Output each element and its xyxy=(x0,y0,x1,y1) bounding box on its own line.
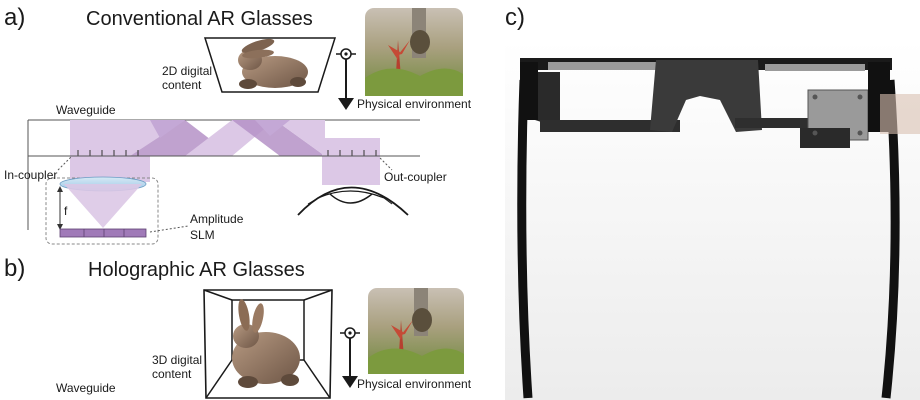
environment-label-a: Physical environment xyxy=(357,97,472,111)
panel-b-title: Holographic AR Glasses xyxy=(88,259,305,281)
content-label-3d-line1: 3D digital xyxy=(152,353,203,367)
panel-a-title: Conventional AR Glasses xyxy=(86,8,313,30)
glasses-photo xyxy=(505,40,920,400)
amplitude-slm-bar xyxy=(59,228,147,238)
bunny-3d-icon xyxy=(232,299,300,388)
panel-a-letter: a) xyxy=(4,4,26,31)
lens-assembly xyxy=(45,176,189,245)
physical-environment-image-b xyxy=(368,288,464,374)
content-display-3d xyxy=(203,289,333,399)
view-direction-marker-b xyxy=(340,327,360,388)
bunny-2d-icon xyxy=(238,38,308,89)
waveguide-a xyxy=(27,119,420,230)
content-label-2d-line1: 2D digital xyxy=(162,64,213,78)
content-display-2d xyxy=(203,37,337,93)
eye-icon xyxy=(297,186,409,216)
waveguide-label-a: Waveguide xyxy=(56,103,116,117)
panel-c-letter: c) xyxy=(505,4,525,31)
slm-label-line1: Amplitude xyxy=(190,212,244,226)
physical-environment-image-a xyxy=(365,8,463,96)
in-coupler-label: In-coupler xyxy=(4,168,58,182)
focal-length-label: f xyxy=(64,204,68,218)
view-direction-marker-a xyxy=(336,48,356,110)
in-coupler-grating xyxy=(77,150,139,156)
light-beams xyxy=(70,120,380,185)
environment-label-b: Physical environment xyxy=(357,377,472,391)
content-label-2d-line2: content xyxy=(162,78,202,92)
content-label-3d-line2: content xyxy=(152,367,192,381)
out-coupler-grating xyxy=(327,150,377,156)
out-coupler-label: Out-coupler xyxy=(384,170,447,184)
waveguide-label-b: Waveguide xyxy=(56,381,116,395)
slm-label-line2: SLM xyxy=(190,228,215,242)
panel-b-letter: b) xyxy=(4,255,26,282)
